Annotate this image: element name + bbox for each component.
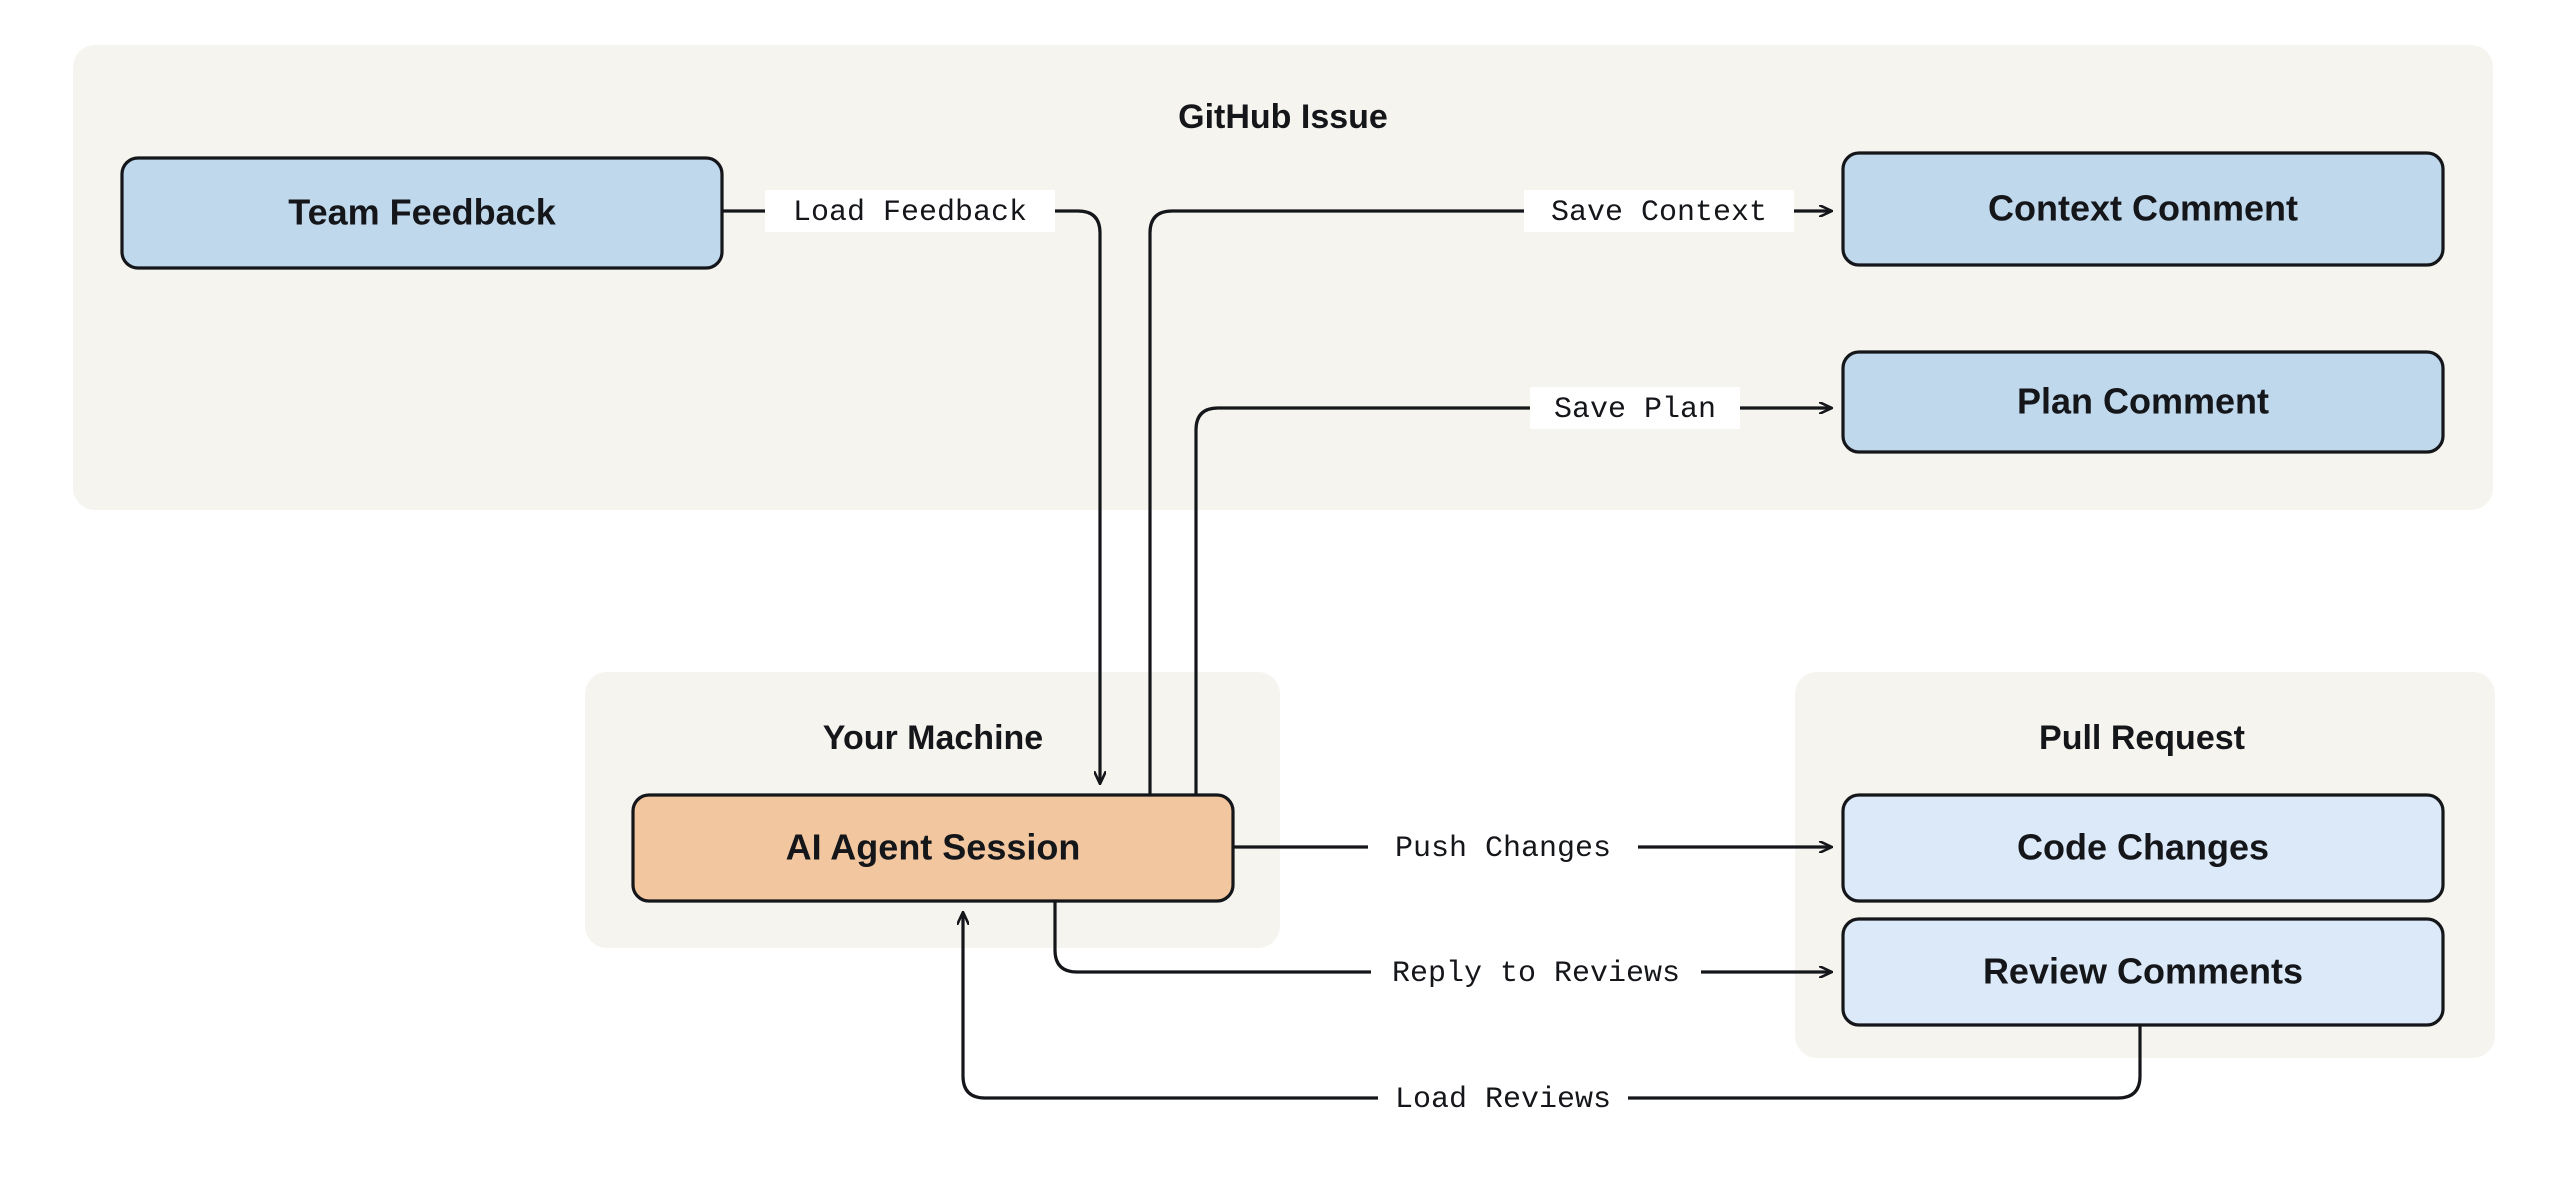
node-context-comment-label: Context Comment: [1988, 188, 2298, 229]
node-plan-comment-label: Plan Comment: [2017, 381, 2269, 422]
nodes-group: Team Feedback Context Comment Plan Comme…: [120, 151, 2445, 1027]
edge-label-load-reviews-bg: [1378, 1077, 1628, 1119]
edge-label-save-plan-text: Save Plan: [1554, 393, 1716, 427]
edge-reply-to-reviews: [1053, 901, 1831, 972]
edge-save-context: [1148, 211, 1831, 795]
node-ai-agent-session[interactable]: AI Agent Session: [631, 793, 1235, 903]
node-context-comment[interactable]: Context Comment: [1841, 151, 2445, 267]
edge-label-save-context-bg: [1524, 190, 1794, 232]
edge-label-push-changes: Push Changes: [1368, 826, 1638, 868]
edge-label-load-reviews-text: Load Reviews: [1395, 1083, 1611, 1117]
cluster-title-github-issue: GitHub Issue: [1178, 98, 1388, 136]
node-team-feedback[interactable]: Team Feedback: [120, 156, 724, 270]
edge-label-load-reviews: Load Reviews: [1378, 1077, 1628, 1119]
node-plan-comment-rect[interactable]: [1841, 350, 2445, 454]
edge-label-load-feedback-text: Load Feedback: [793, 196, 1027, 230]
edge-label-save-context: Save Context: [1524, 190, 1794, 232]
edge-labels-group: Load Feedback Save Context Save Plan Pus…: [765, 190, 1794, 1119]
node-review-comments-rect[interactable]: [1841, 917, 2445, 1027]
node-plan-comment[interactable]: Plan Comment: [1841, 350, 2445, 454]
node-code-changes[interactable]: Code Changes: [1841, 793, 2445, 903]
node-context-comment-rect[interactable]: [1841, 151, 2445, 267]
node-review-comments-label: Review Comments: [1983, 951, 2303, 992]
node-ai-agent-session-rect[interactable]: [631, 793, 1235, 903]
edge-label-save-context-text: Save Context: [1551, 196, 1767, 230]
cluster-title-pull-request: Pull Request: [2039, 719, 2245, 757]
node-team-feedback-label: Team Feedback: [288, 192, 556, 233]
node-code-changes-rect[interactable]: [1841, 793, 2445, 903]
edge-label-reply-to-reviews-bg: [1371, 951, 1701, 993]
edge-label-save-plan: Save Plan: [1530, 387, 1740, 429]
node-review-comments[interactable]: Review Comments: [1841, 917, 2445, 1027]
cluster-title-your-machine: Your Machine: [823, 719, 1043, 757]
edge-label-load-feedback-bg: [765, 190, 1055, 232]
cluster-titles-group: GitHub Issue Your Machine Pull Request: [823, 98, 2245, 757]
node-team-feedback-rect[interactable]: [120, 156, 724, 270]
edge-label-reply-to-reviews-text: Reply to Reviews: [1392, 957, 1680, 991]
edge-label-push-changes-text: Push Changes: [1395, 832, 1611, 866]
edge-save-plan: [1194, 408, 1831, 795]
edge-label-reply-to-reviews: Reply to Reviews: [1371, 951, 1701, 993]
edge-label-load-feedback: Load Feedback: [765, 190, 1055, 232]
edge-label-save-plan-bg: [1530, 387, 1740, 429]
edge-load-feedback: [722, 209, 1100, 783]
node-code-changes-label: Code Changes: [2017, 827, 2269, 868]
node-ai-agent-session-label: AI Agent Session: [786, 827, 1081, 868]
edge-label-push-changes-bg: [1368, 826, 1638, 868]
